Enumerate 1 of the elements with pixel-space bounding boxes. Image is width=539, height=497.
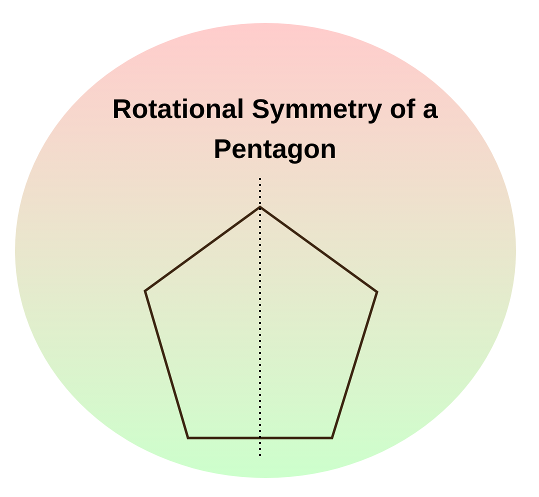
title-text: Rotational Symmetry of a Pentagon [111, 93, 439, 166]
